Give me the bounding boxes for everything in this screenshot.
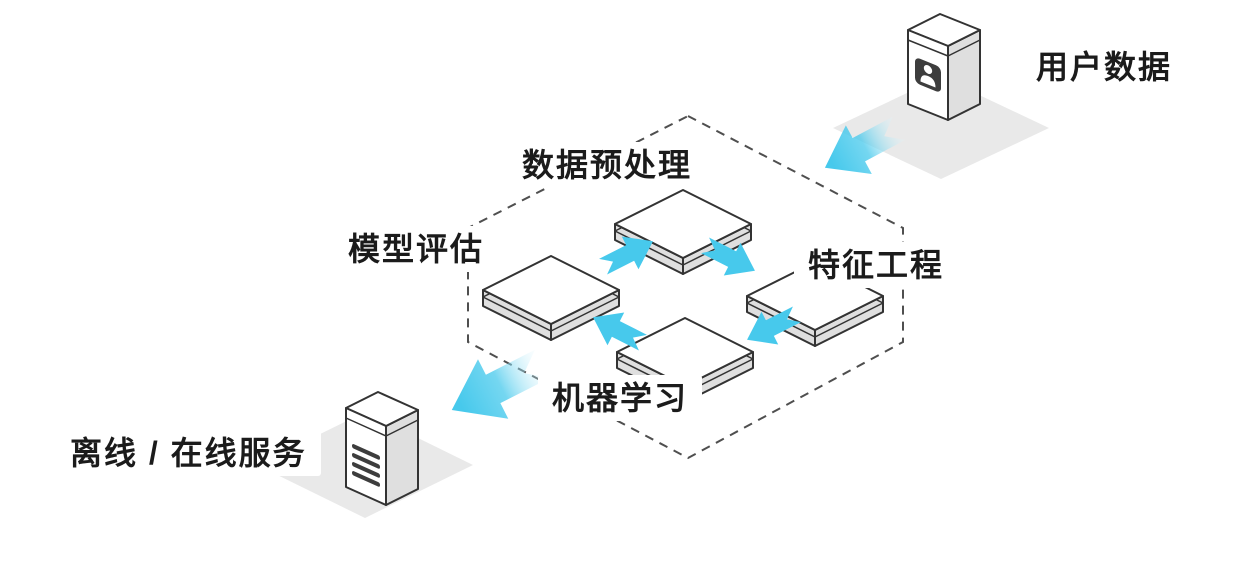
user-data-server-icon <box>907 13 981 121</box>
label-serving: 离线 / 在线服务 <box>56 430 321 476</box>
user-icon <box>915 58 941 92</box>
label-model-evaluation: 模型评估 <box>334 226 499 272</box>
serving-server-icon <box>345 391 419 506</box>
label-preprocess: 数据预处理 <box>508 142 707 188</box>
label-feature-engineering: 特征工程 <box>794 242 959 288</box>
label-machine-learning: 机器学习 <box>538 375 703 421</box>
user-data-platform <box>833 77 1049 179</box>
label-user-data: 用户数据 <box>1022 44 1187 90</box>
server-list-icon <box>352 444 380 487</box>
